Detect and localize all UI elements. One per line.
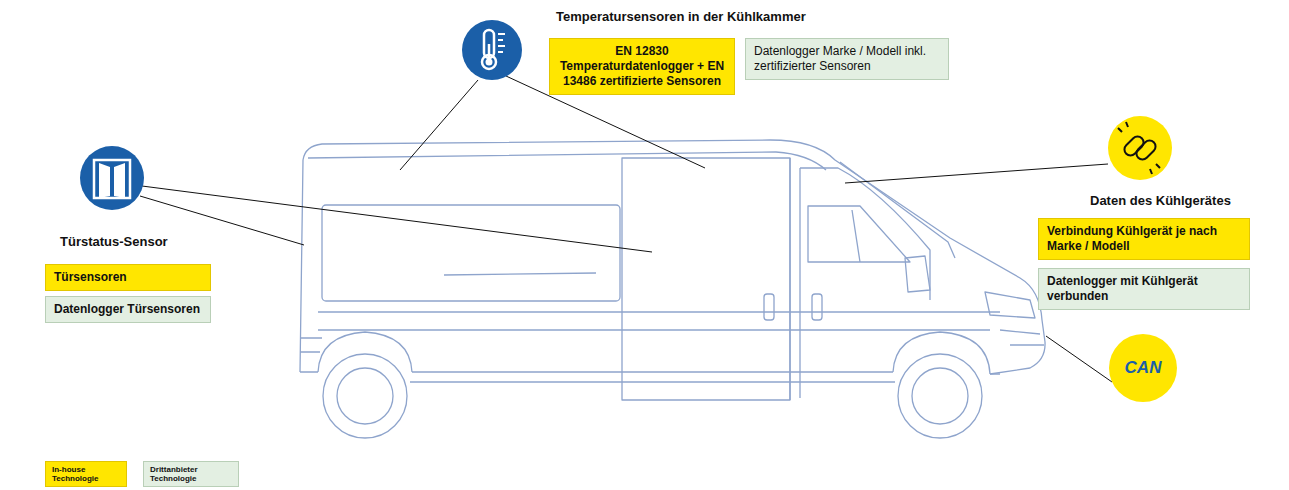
callout-heading: Daten des Kühlgerätes (1090, 193, 1231, 208)
thirdparty-box: Datenlogger mit Kühlgerät verbunden (1038, 268, 1250, 310)
box-text: CAN (1125, 357, 1162, 378)
door-icon (80, 146, 144, 210)
callout-heading: Temperatursensoren in der Kühlkammer (556, 9, 806, 24)
link-icon (1108, 116, 1172, 180)
inhouse-box: Verbindung Kühlgerät je nach Marke / Mod… (1038, 218, 1250, 260)
thermometer-icon (462, 20, 522, 80)
box-text: Datenlogger mit Kühlgerät verbunden (1047, 274, 1198, 303)
thirdparty-box: Datenlogger Marke / Modell inkl. zertifi… (745, 38, 949, 80)
box-text: Datenlogger Türsensoren (54, 302, 200, 316)
inhouse-box: Türsensoren (45, 264, 211, 291)
box-text: EN 12830 Temperaturdatenlogger + EN 1348… (560, 44, 724, 88)
box-text: Türsensoren (54, 270, 127, 284)
inhouse-box: EN 12830 Temperaturdatenlogger + EN 1348… (549, 38, 735, 95)
legend-text: In-house Technologie (52, 465, 99, 483)
callout-heading: Türstatus-Sensor (60, 234, 168, 249)
legend-swatch: In-house Technologie (45, 461, 127, 487)
can-circle: CAN (1109, 334, 1177, 402)
legend-text: Drittanbieter Technologie (150, 465, 198, 483)
box-text: Datenlogger Marke / Modell inkl. zertifi… (754, 44, 926, 73)
legend-swatch: Drittanbieter Technologie (143, 461, 239, 487)
box-text: Verbindung Kühlgerät je nach Marke / Mod… (1047, 224, 1217, 253)
thirdparty-box: Datenlogger Türsensoren (45, 296, 211, 323)
